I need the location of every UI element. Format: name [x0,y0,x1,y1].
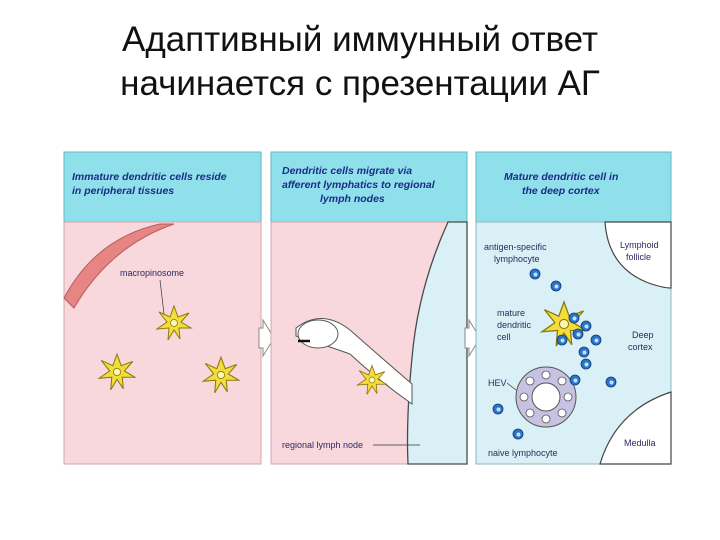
panel-1-header-line-2: in peripheral tissues [72,185,174,197]
arrow-2 [464,318,481,358]
dendritic-cell-migration-figure: Immature dendritic cells reside in perip… [60,148,674,468]
figure-svg: Immature dendritic cells reside in perip… [63,151,672,465]
lymph-node-region [406,221,468,465]
clustered-lymphocyte-4 [556,334,568,346]
label-lymphoid-line-1: Lymphoid [620,240,659,250]
panel-2: Dendritic cells migrate via afferent lym… [270,151,468,465]
naive-lymphocyte-4 [580,358,592,370]
label-mature-line-3: cell [497,332,511,342]
label-medulla: Medulla [624,438,656,448]
panel-1: Immature dendritic cells reside in perip… [63,151,262,465]
label-hev: HEV [488,378,507,388]
label-regional-lymph-node: regional lymph node [282,440,363,450]
panel-1-header-bg [63,151,262,223]
panel-3: Mature dendritic cell in the deep cortex… [475,151,672,465]
slide-title: Адаптивный иммунный ответ начинается с п… [0,18,720,106]
panel-3-header-line-2: the deep cortex [522,185,601,197]
naive-lymphocyte-2 [512,428,524,440]
label-macropinosome: macropinosome [120,268,184,278]
label-deep-line-2: cortex [628,342,653,352]
macropinosome-pointer [159,279,165,315]
high-endothelial-venule [515,366,577,428]
clustered-lymphocyte-2 [580,320,592,332]
label-deep-line-1: Deep [632,330,654,340]
label-antigen-specific-line-2: lymphocyte [494,254,540,264]
clustered-lymphocyte-3 [572,328,584,340]
title-line-2: начинается с презентации АГ [120,64,600,103]
medulla-region [599,391,672,465]
title-line-1: Адаптивный иммунный ответ [121,20,599,59]
panel-2-header-line-1: Dendritic cells migrate via [282,165,412,177]
label-antigen-specific-line-1: antigen-specific [484,242,547,252]
clustered-lymphocyte-6 [578,346,590,358]
hev-pointer [506,382,517,391]
clustered-lymphocyte-5 [590,334,602,346]
lymphoid-follicle [604,221,672,289]
label-lymphoid-line-2: follicle [626,252,651,262]
naive-lymphocyte-3 [569,374,581,386]
naive-lymphocyte-5 [605,376,617,388]
panel-2-header-line-3: lymph nodes [320,193,385,205]
antigen-specific-lymphocyte-2 [550,280,562,292]
panel-3-header-bg [475,151,672,223]
lymphatic-opening [297,319,339,349]
clustered-lymphocyte-1 [568,312,580,324]
antigen-specific-lymphocyte-1 [529,268,541,280]
panel-3-header-line-1: Mature dendritic cell in [504,171,618,183]
label-naive-lymphocyte: naive lymphocyte [488,448,558,458]
naive-lymphocyte-1 [492,403,504,415]
panel-1-header-line-1: Immature dendritic cells reside [72,171,227,183]
label-mature-line-1: mature [497,308,525,318]
label-mature-line-2: dendritic [497,320,532,330]
lymphatic-vessel-wall [63,223,175,309]
arrow-1 [258,318,275,358]
panel-2-header-line-2: afferent lymphatics to regional [282,179,436,191]
